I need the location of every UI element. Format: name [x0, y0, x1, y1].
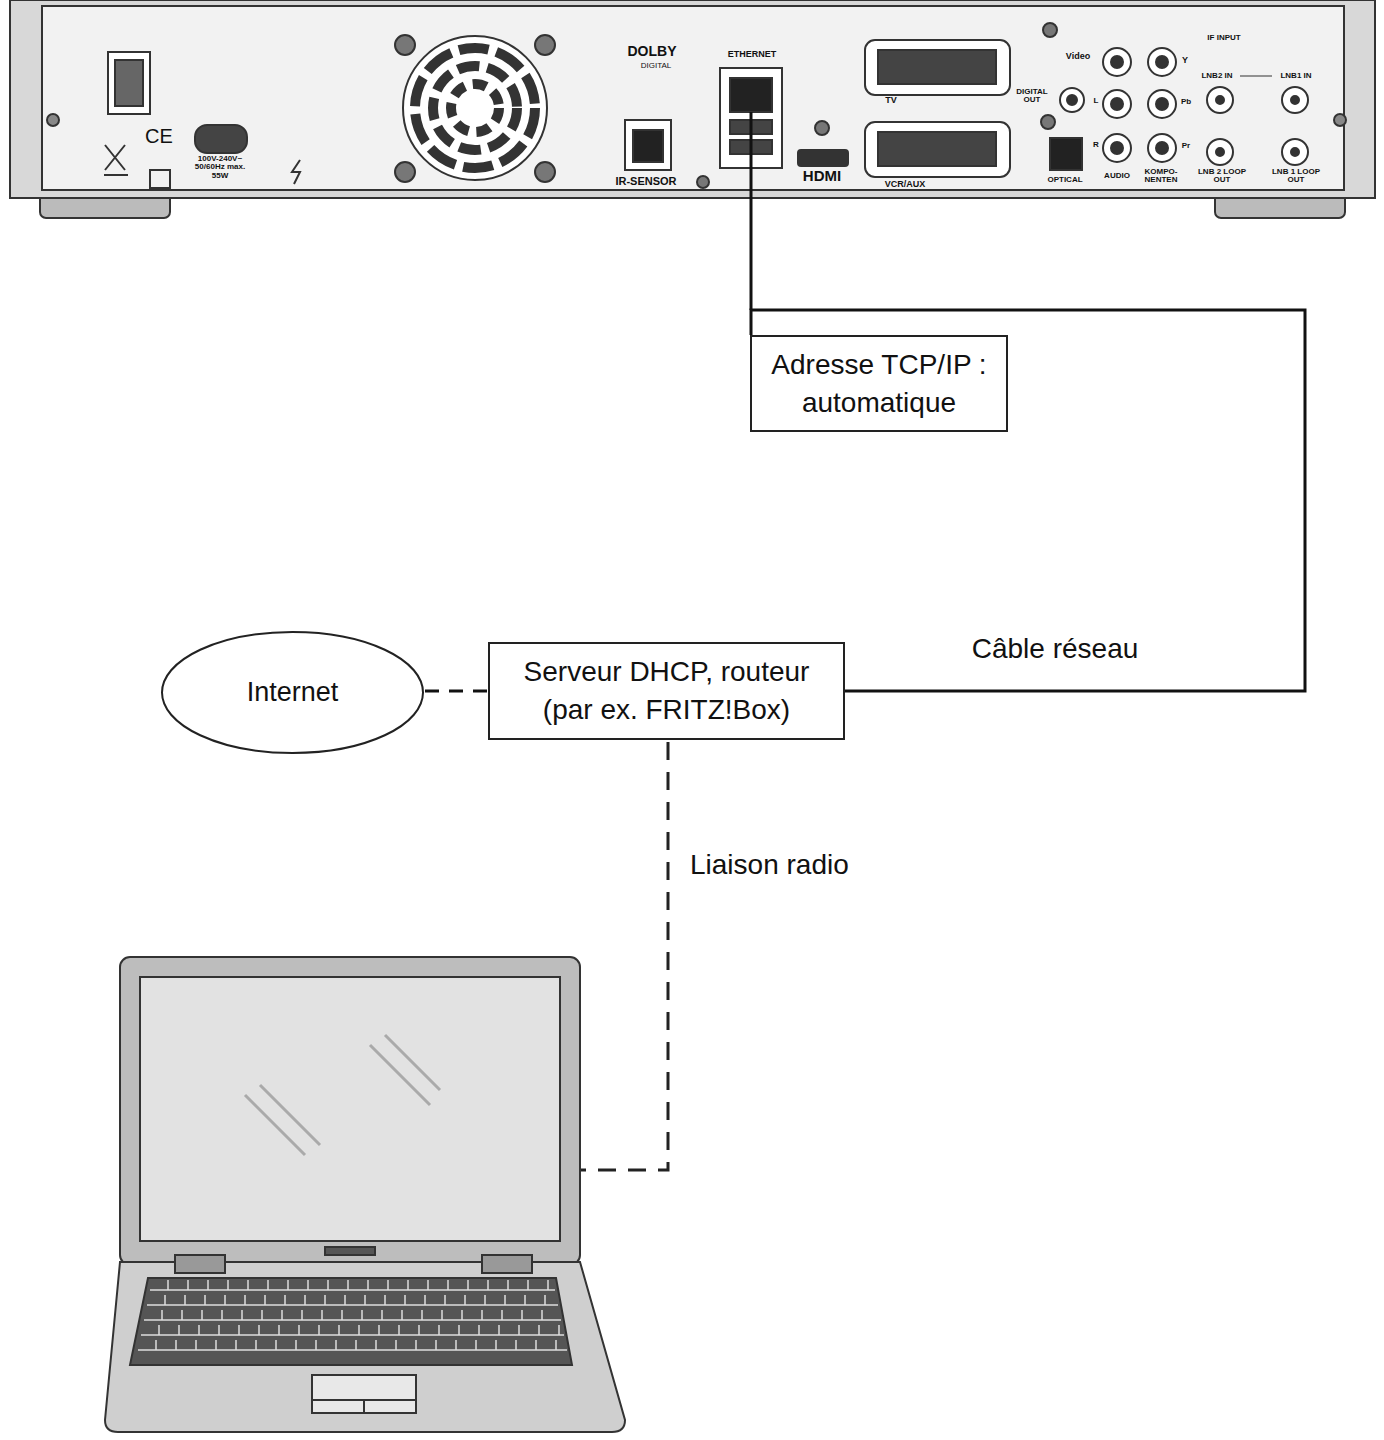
port-label: 100V-240V~ 50/60Hz max. 55W	[188, 155, 252, 180]
port-label: R	[1090, 141, 1102, 149]
port-label: LNB 1 LOOP OUT	[1268, 168, 1324, 185]
process-box: Adresse TCP/IP : automatique	[750, 335, 1008, 432]
port-label: DOLBY	[612, 44, 692, 59]
port-label: ETHERNET	[718, 50, 786, 59]
port-label: IF INPUT	[1198, 34, 1250, 42]
port-label: DIGITAL OUT	[1008, 88, 1056, 105]
port-label: KOMPO- NENTEN	[1138, 168, 1184, 185]
network-cable	[750, 112, 753, 310]
port-label: CE	[142, 126, 176, 147]
port-label: VCR/AUX	[875, 180, 935, 189]
receiver-rear	[10, 0, 1375, 218]
port-label: LNB2 IN	[1195, 72, 1239, 80]
laptop	[105, 957, 625, 1432]
cloud-ellipse: Internet	[160, 630, 425, 755]
port-label: Y	[1178, 56, 1192, 65]
connector	[425, 690, 488, 693]
edge-label: Câble réseau	[969, 634, 1142, 663]
process-box: Serveur DHCP, routeur (par ex. FRITZ!Box…	[488, 642, 845, 740]
node-text: Adresse TCP/IP : automatique	[762, 346, 996, 422]
node-text: Internet	[247, 674, 339, 710]
connector	[751, 310, 1305, 691]
port-label: AUDIO	[1096, 172, 1138, 180]
link-label: Liaison radio	[690, 850, 849, 879]
wireless-link	[580, 742, 668, 1170]
port-label: Pr	[1177, 142, 1195, 150]
port-label: LNB1 IN	[1272, 72, 1320, 80]
port-label: LNB 2 LOOP OUT	[1195, 168, 1249, 185]
port-label: HDMI	[790, 168, 854, 184]
port-label: Video	[1058, 52, 1098, 61]
node-text: Serveur DHCP, routeur (par ex. FRITZ!Box…	[500, 653, 833, 729]
port-label: OPTICAL	[1040, 176, 1090, 184]
port-label: Pb	[1177, 98, 1195, 106]
port-label: L	[1090, 97, 1102, 105]
port-label: DIGITAL	[628, 62, 684, 70]
port-label: TV	[878, 96, 904, 105]
port-label: IR-SENSOR	[606, 176, 686, 188]
